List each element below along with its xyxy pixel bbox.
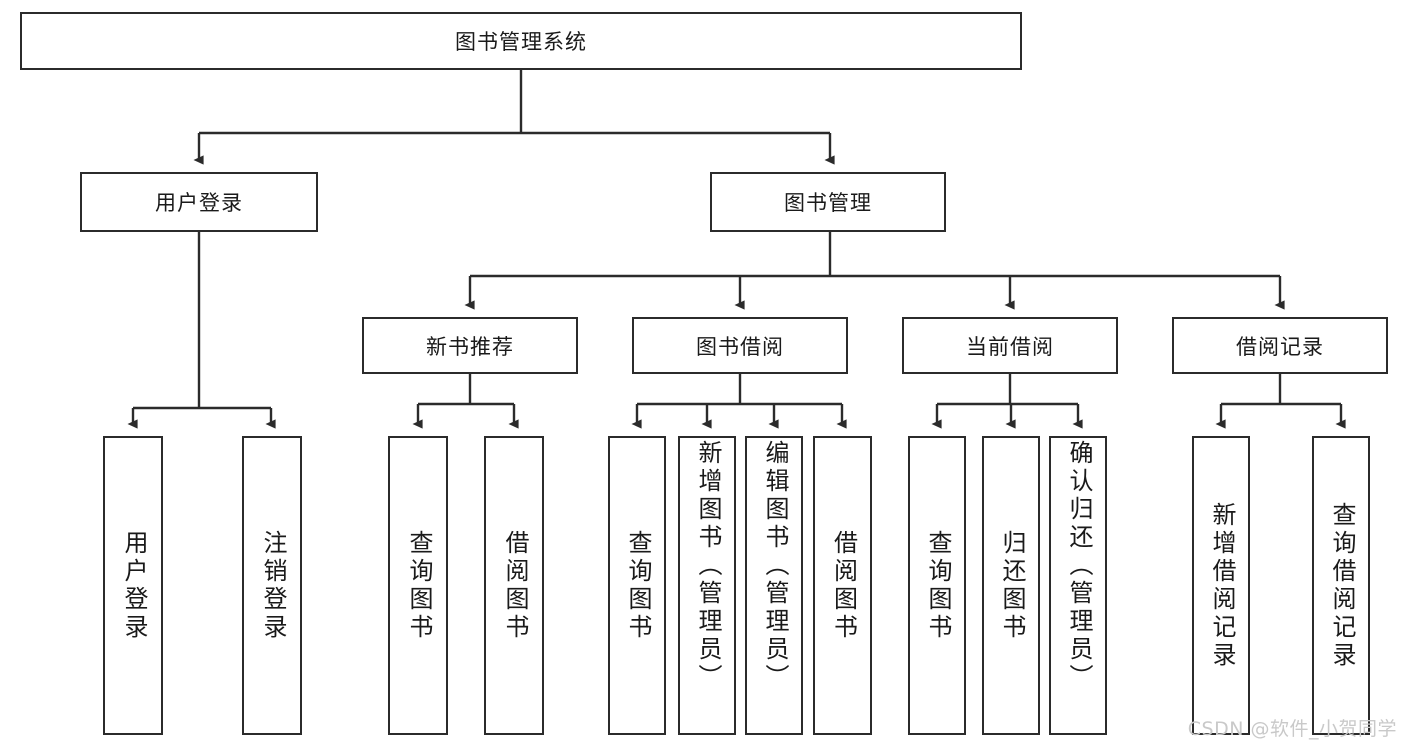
node-current-borrow-label: 当前借阅 — [966, 334, 1054, 359]
node-return-book-label: 归还图书 — [997, 529, 1026, 642]
vtext-wrap: 新增图书（管理员） — [693, 438, 722, 735]
node-query-book-1-label: 查询图书 — [404, 529, 433, 642]
vtext-wrap: 查询图书 — [923, 438, 952, 733]
vtext-wrap: 确认归还（管理员） — [1064, 438, 1093, 735]
node-root[interactable]: 图书管理系统 — [20, 12, 1022, 70]
vtext-wrap: 查询图书 — [623, 438, 652, 733]
node-new-book-recommend[interactable]: 新书推荐 — [362, 317, 578, 374]
vtext-wrap: 新增借阅记录 — [1207, 438, 1236, 733]
vtext-wrap: 归还图书 — [997, 438, 1026, 733]
node-add-book-admin[interactable]: 新增图书（管理员） — [678, 436, 736, 735]
node-book-management[interactable]: 图书管理 — [710, 172, 946, 232]
node-edit-book-admin[interactable]: 编辑图书（管理员） — [745, 436, 803, 735]
vtext-wrap: 查询借阅记录 — [1327, 438, 1356, 733]
node-borrow-book-2-label: 借阅图书 — [829, 529, 858, 642]
node-borrow-record[interactable]: 借阅记录 — [1172, 317, 1388, 374]
node-add-borrow-record[interactable]: 新增借阅记录 — [1192, 436, 1250, 735]
vtext-wrap: 借阅图书 — [500, 438, 529, 733]
node-confirm-return-admin-label: 确认归还（管理员） — [1064, 440, 1093, 692]
node-book-management-label: 图书管理 — [784, 191, 872, 215]
vtext-wrap: 借阅图书 — [829, 438, 858, 733]
node-borrow-record-label: 借阅记录 — [1236, 334, 1324, 359]
node-user-login-leaf-label: 用户登录 — [119, 529, 148, 642]
node-add-borrow-record-label: 新增借阅记录 — [1207, 501, 1236, 670]
node-query-book-3[interactable]: 查询图书 — [908, 436, 966, 735]
node-logout-leaf[interactable]: 注销登录 — [242, 436, 302, 735]
node-query-book-1[interactable]: 查询图书 — [388, 436, 448, 735]
node-logout-leaf-label: 注销登录 — [258, 529, 287, 642]
node-borrow-book-1[interactable]: 借阅图书 — [484, 436, 544, 735]
node-confirm-return-admin[interactable]: 确认归还（管理员） — [1049, 436, 1107, 735]
node-new-book-recommend-label: 新书推荐 — [426, 334, 514, 359]
node-query-book-2[interactable]: 查询图书 — [608, 436, 666, 735]
node-return-book[interactable]: 归还图书 — [982, 436, 1040, 735]
node-current-borrow[interactable]: 当前借阅 — [902, 317, 1118, 374]
node-query-borrow-record-label: 查询借阅记录 — [1327, 501, 1356, 670]
node-user-login-label: 用户登录 — [155, 191, 243, 215]
node-add-book-admin-label: 新增图书（管理员） — [693, 440, 722, 692]
node-borrow-book-2[interactable]: 借阅图书 — [813, 436, 872, 735]
node-borrow-book-1-label: 借阅图书 — [500, 529, 529, 642]
node-book-borrow-label: 图书借阅 — [696, 334, 784, 359]
node-user-login-leaf[interactable]: 用户登录 — [103, 436, 163, 735]
node-query-book-2-label: 查询图书 — [623, 529, 652, 642]
node-query-borrow-record[interactable]: 查询借阅记录 — [1312, 436, 1370, 735]
vtext-wrap: 查询图书 — [404, 438, 433, 733]
vtext-wrap: 注销登录 — [258, 438, 287, 733]
node-query-book-3-label: 查询图书 — [923, 529, 952, 642]
node-book-borrow[interactable]: 图书借阅 — [632, 317, 848, 374]
node-root-label: 图书管理系统 — [455, 30, 587, 54]
watermark-text: CSDN @软件_小贺同学 — [1187, 718, 1397, 740]
vtext-wrap: 用户登录 — [119, 438, 148, 733]
vtext-wrap: 编辑图书（管理员） — [760, 438, 789, 735]
node-user-login[interactable]: 用户登录 — [80, 172, 318, 232]
node-edit-book-admin-label: 编辑图书（管理员） — [760, 440, 789, 692]
